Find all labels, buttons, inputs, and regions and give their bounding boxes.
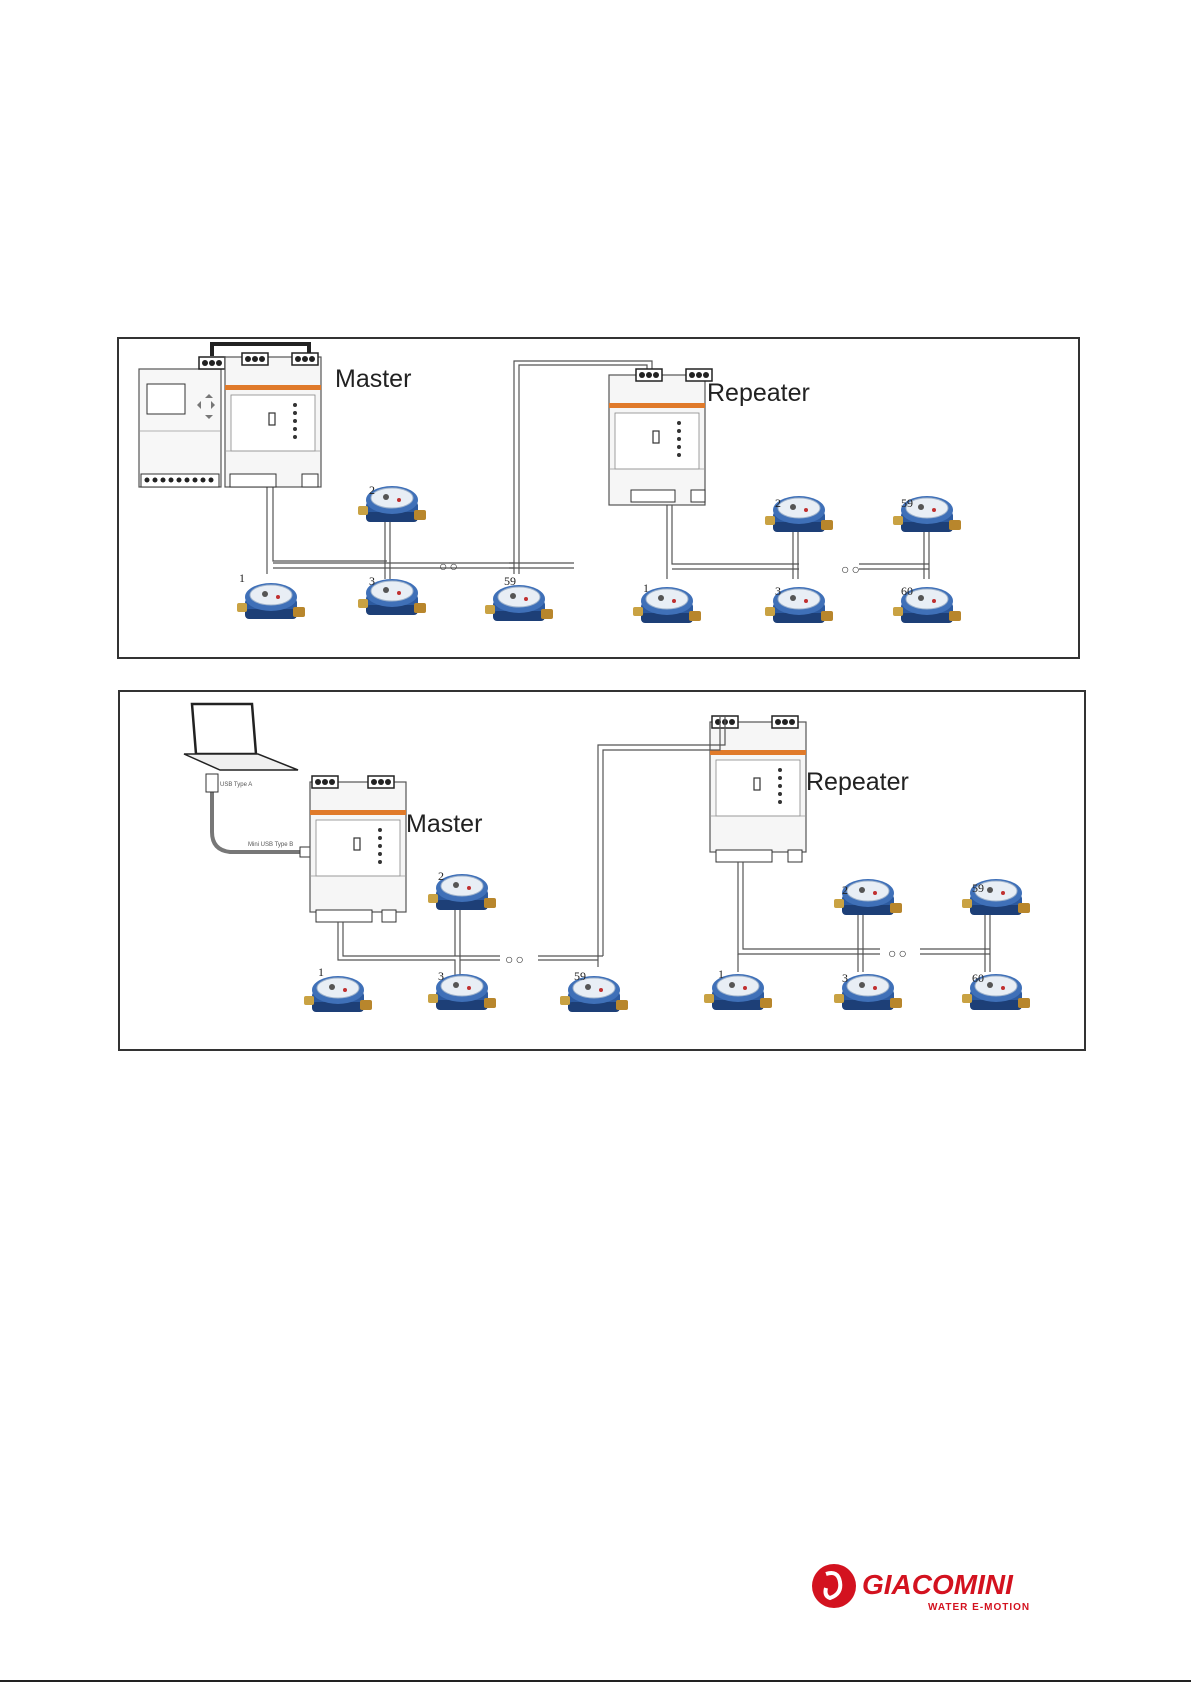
network-diagram-2: USB Type A Mini USB Type B Master Repeat… [120,692,1084,1049]
brand-tagline: WATER E-MOTION [928,1602,1030,1613]
meter-right-1-label: 1 [643,581,649,595]
meter-left-1 [237,583,305,619]
ellipsis-right: ○○ [841,561,862,577]
meter-right-3-label: 3 [775,584,781,598]
meter-left-2-label: 2 [438,869,444,883]
meter-right-1 [704,974,772,1010]
master-label: Master [335,365,411,393]
meter-left-1-label: 1 [239,571,245,585]
meter-left-1-label: 1 [318,965,324,979]
meter-left-59-label: 59 [504,574,516,588]
usb-b-label: Mini USB Type B [248,842,293,848]
repeater-label: Repeater [707,379,810,407]
meter-left-3-label: 3 [369,574,375,588]
repeater-label: Repeater [806,768,909,796]
ellipsis-left: ○○ [439,558,460,574]
meter-right-2-label: 2 [775,496,781,510]
ellipsis-right: ○○ [888,945,909,961]
meter-left-2-label: 2 [369,483,375,497]
controller-display-unit [139,357,225,487]
meter-right-59-label: 59 [901,496,913,510]
footer-rule [0,1680,1191,1682]
meter-right-3-label: 3 [842,971,848,985]
ellipsis-left: ○○ [505,951,526,967]
repeater-module [609,369,712,505]
meter-right-2-label: 2 [842,883,848,897]
master-label: Master [406,810,482,838]
diagram-panel-rs485-network: Master Repeater ○○ ○○ 1 2 3 59 1 2 3 59 [117,337,1080,659]
giacomini-logo: GIACOMINI WATER E-MOTION [808,1560,1048,1616]
brand-emblem-icon [812,1564,856,1608]
master-module [310,776,406,922]
meter-right-60-label: 60 [972,971,984,985]
usb-a-label: USB Type A [220,782,252,788]
meter-left-59 [560,976,628,1012]
diagram-panel-usb-network: USB Type A Mini USB Type B Master Repeat… [118,690,1086,1051]
laptop-icon [184,704,298,770]
meter-left-59-label: 59 [574,969,586,983]
meter-left-3-label: 3 [438,969,444,983]
meter-right-60-label: 60 [901,584,913,598]
meter-right-1-label: 1 [718,967,724,981]
meter-left-59 [485,585,553,621]
meter-right-59-label: 59 [972,881,984,895]
meter-left-1 [304,976,372,1012]
network-diagram-1: Master Repeater ○○ ○○ 1 2 3 59 1 2 3 59 [119,339,1078,657]
brand-name: GIACOMINI [862,1569,1014,1600]
master-module [225,353,321,487]
